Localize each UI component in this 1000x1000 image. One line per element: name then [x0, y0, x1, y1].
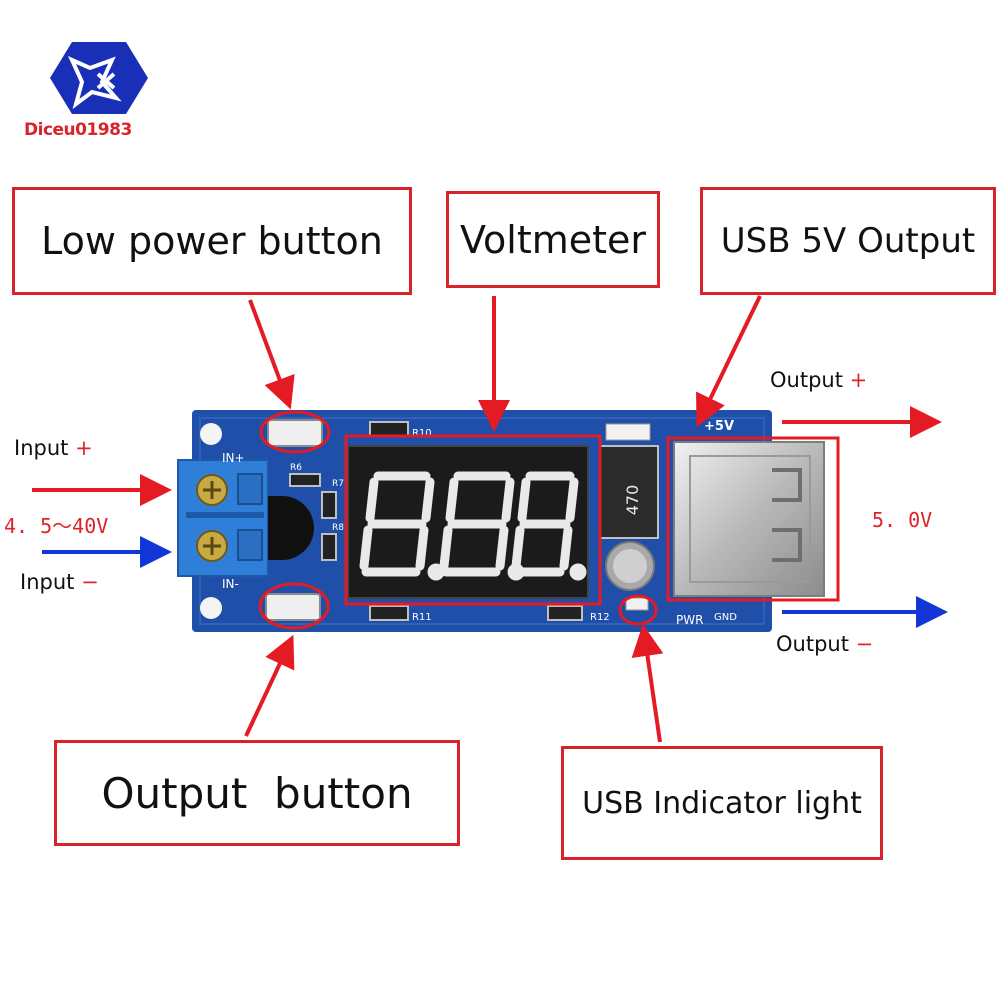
inductor	[599, 445, 659, 539]
usb-output-highlight	[666, 436, 840, 602]
brand-logo: Diceu01983	[22, 38, 162, 148]
callout-output-button: Output button	[54, 740, 460, 846]
silk-in-plus: IN+	[222, 451, 245, 465]
label-input-range: 4. 5～40V	[4, 514, 109, 538]
voltmeter-highlight	[344, 434, 602, 606]
callout-usb-indicator-text: USB Indicator light	[582, 785, 862, 821]
arrow-output-button	[244, 634, 295, 737]
arrow-usb-indicator	[631, 624, 664, 743]
low-power-button-circle	[259, 410, 331, 454]
minus-sign-icon: −	[855, 632, 874, 656]
label-input-minus-text: Input	[20, 570, 75, 594]
silk-r6: R6	[290, 463, 302, 473]
logo-shield-icon	[50, 42, 148, 114]
logo-wordmark: Diceu01983	[24, 120, 132, 140]
label-input-minus: Input −	[20, 570, 99, 594]
low-power-button-part	[267, 419, 323, 447]
label-input-plus-text: Input	[14, 436, 69, 460]
plus-sign-icon: +	[849, 368, 868, 392]
label-output-plus-text: Output	[770, 368, 843, 392]
callout-low-power-button-text: Low power button	[41, 219, 383, 263]
arrow-low-power	[248, 299, 295, 410]
label-output-plus: Output +	[770, 368, 867, 392]
callout-voltmeter-text: Voltmeter	[459, 217, 647, 262]
output-button-circle	[258, 582, 330, 630]
plus-sign-icon: +	[75, 436, 93, 460]
usb-port	[673, 441, 825, 597]
callout-usb-output: USB 5V Output	[700, 187, 996, 295]
callout-usb-indicator: USB Indicator light	[561, 746, 883, 860]
minus-sign-icon: −	[81, 570, 99, 594]
callout-usb-output-text: USB 5V Output	[720, 221, 976, 261]
transistor-icon	[282, 496, 314, 560]
label-output-minus: Output −	[776, 632, 873, 656]
silk-r10: R10	[412, 428, 432, 439]
silk-r8: R8	[332, 523, 344, 533]
display-digits	[359, 471, 587, 581]
output-button-part	[265, 593, 321, 621]
label-output-voltage: 5. 0V	[872, 508, 933, 532]
usb-indicator-led	[625, 597, 649, 611]
callout-low-power-button: Low power button	[12, 187, 412, 295]
silk-pwr: PWR	[676, 613, 703, 627]
arrow-usb-output	[696, 295, 762, 428]
mounting-hole-top	[200, 423, 222, 445]
callout-voltmeter: Voltmeter	[446, 191, 660, 288]
silk-r11: R11	[412, 612, 432, 623]
silk-470: 470	[623, 485, 642, 516]
label-output-minus-text: Output	[776, 632, 849, 656]
mounting-hole-bottom	[200, 597, 222, 619]
label-input-plus: Input +	[14, 436, 93, 460]
usb-indicator-circle	[618, 594, 658, 626]
silk-gnd: GND	[714, 612, 737, 623]
silk-r7: R7	[332, 479, 344, 489]
silk-r12: R12	[590, 612, 610, 623]
callout-output-button-text: Output button	[101, 768, 413, 818]
silk-plus5v: +5V	[704, 419, 734, 434]
silk-in-minus: IN-	[222, 577, 239, 591]
